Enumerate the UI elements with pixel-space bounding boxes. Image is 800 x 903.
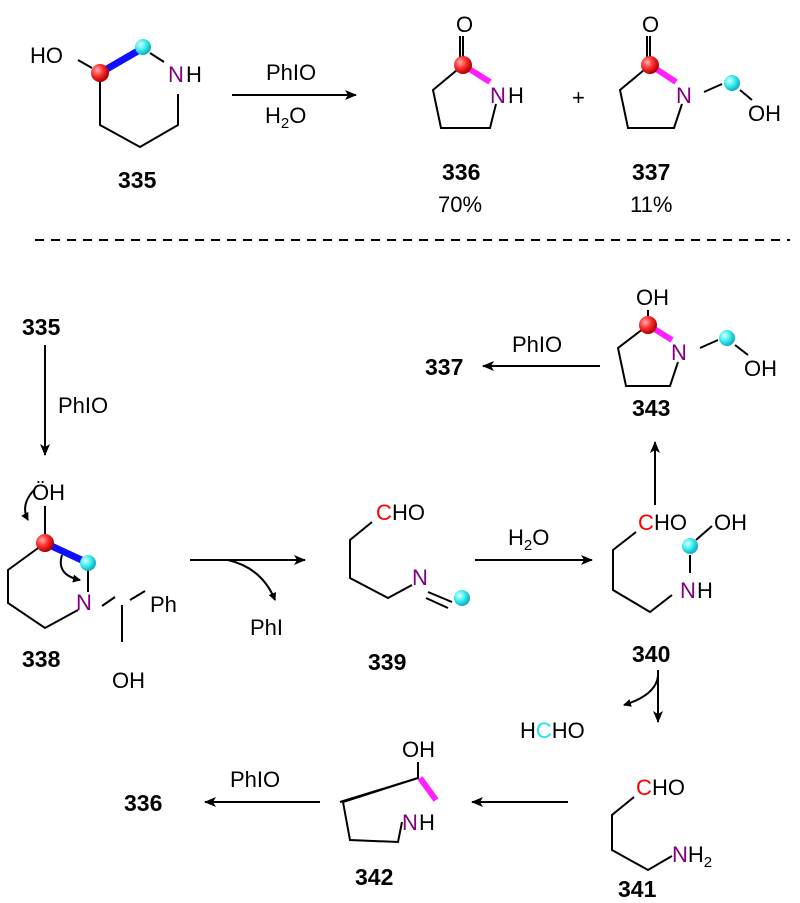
svg-text:H: H — [697, 578, 713, 603]
electron-push-arrow — [21, 489, 35, 521]
svg-text:ÖH: ÖH — [32, 480, 65, 505]
tagged-carbon-atom — [639, 316, 657, 334]
svg-text:PhIO: PhIO — [512, 332, 562, 357]
tagged-ch2-atom — [135, 39, 151, 55]
svg-text:N: N — [402, 810, 418, 835]
compound-label-336: 336 — [442, 159, 480, 185]
tagged-ch2-atom — [80, 555, 96, 571]
compound-label-342: 342 — [355, 864, 393, 890]
svg-text:NH2: NH2 — [672, 842, 712, 871]
svg-text:OH: OH — [714, 510, 747, 535]
svg-text:C: C — [638, 510, 654, 535]
oxygen-label: O — [456, 12, 473, 37]
svg-text:N: N — [412, 565, 428, 590]
compound-341: C HO NH2 341 — [611, 775, 712, 902]
compound-label-337: 337 — [632, 159, 670, 185]
reagent-water: H2O — [265, 103, 306, 132]
svg-text:N: N — [76, 590, 92, 615]
compound-339: C HO N 339 — [349, 500, 470, 675]
svg-text:OH: OH — [112, 668, 145, 693]
svg-text:N: N — [490, 83, 506, 108]
compound-label-341: 341 — [618, 876, 657, 902]
svg-text:HO: HO — [392, 500, 425, 525]
svg-text:OH: OH — [636, 285, 669, 310]
yield-337: 11% — [630, 192, 672, 217]
tagged-ch2-atom — [682, 538, 698, 554]
svg-text:HO: HO — [654, 510, 687, 535]
electron-push-arrow — [59, 554, 81, 583]
byproduct-arrow — [227, 559, 277, 601]
hydroxyl-label: HO — [30, 43, 63, 68]
reagent-water: H2O — [508, 525, 549, 554]
compound-label-338: 338 — [22, 646, 61, 672]
compound-label-335: 335 — [22, 314, 61, 340]
svg-text:HO: HO — [652, 775, 685, 800]
svg-text:PhIO: PhIO — [58, 393, 108, 418]
tagged-carbon-atom — [36, 534, 54, 552]
compound-label-343: 343 — [632, 395, 670, 421]
svg-text:C: C — [636, 775, 652, 800]
nitrogen-label: N — [168, 62, 184, 87]
svg-text:N: N — [680, 578, 696, 603]
compound-label-339: 339 — [368, 649, 406, 675]
svg-text:PhIO: PhIO — [230, 767, 280, 792]
svg-text:C: C — [376, 500, 392, 525]
tagged-carbon-atom — [454, 56, 472, 74]
compound-338: ÖH N Ph OH 338 — [7, 480, 177, 693]
svg-text:H: H — [419, 810, 435, 835]
svg-text:N: N — [671, 340, 687, 365]
byproduct-formaldehyde: HCHO — [520, 718, 585, 743]
compound-337-top: O N OH 337 11% — [618, 12, 781, 217]
svg-text:O: O — [642, 12, 659, 37]
tagged-ch2-atom — [454, 590, 470, 606]
svg-text:N: N — [676, 83, 692, 108]
compound-335-top: HO N H 335 — [30, 39, 202, 193]
compound-label-336: 336 — [124, 790, 162, 816]
compound-343: OH N OH 343 — [616, 285, 777, 421]
svg-text:Ph: Ph — [150, 592, 177, 617]
tagged-carbon-atom — [91, 64, 109, 82]
compound-label-335: 335 — [118, 167, 157, 193]
arrow-main: PhIO H2O — [232, 60, 357, 132]
tagged-ch2-atom — [724, 75, 740, 91]
svg-text:H: H — [508, 83, 524, 108]
compound-label-340: 340 — [632, 641, 670, 667]
hydrogen-label: H — [186, 62, 202, 87]
compound-342: OH N H 342 — [339, 737, 439, 890]
byproduct-phi: PhI — [250, 615, 283, 640]
compound-340: C HO OH N H 340 — [612, 510, 747, 667]
svg-text:OH: OH — [748, 101, 781, 126]
byproduct-arrow — [623, 675, 659, 707]
tagged-carbon-atom — [641, 56, 659, 74]
plus-sign: + — [572, 85, 585, 110]
compound-336-top: O N H 336 70% — [431, 12, 524, 217]
compound-label-337: 337 — [425, 354, 463, 380]
reagent-phio: PhIO — [266, 60, 316, 85]
svg-text:OH: OH — [402, 737, 435, 762]
svg-text:OH: OH — [744, 356, 777, 381]
yield-336: 70% — [438, 192, 482, 217]
tagged-ch2-atom — [719, 330, 735, 346]
